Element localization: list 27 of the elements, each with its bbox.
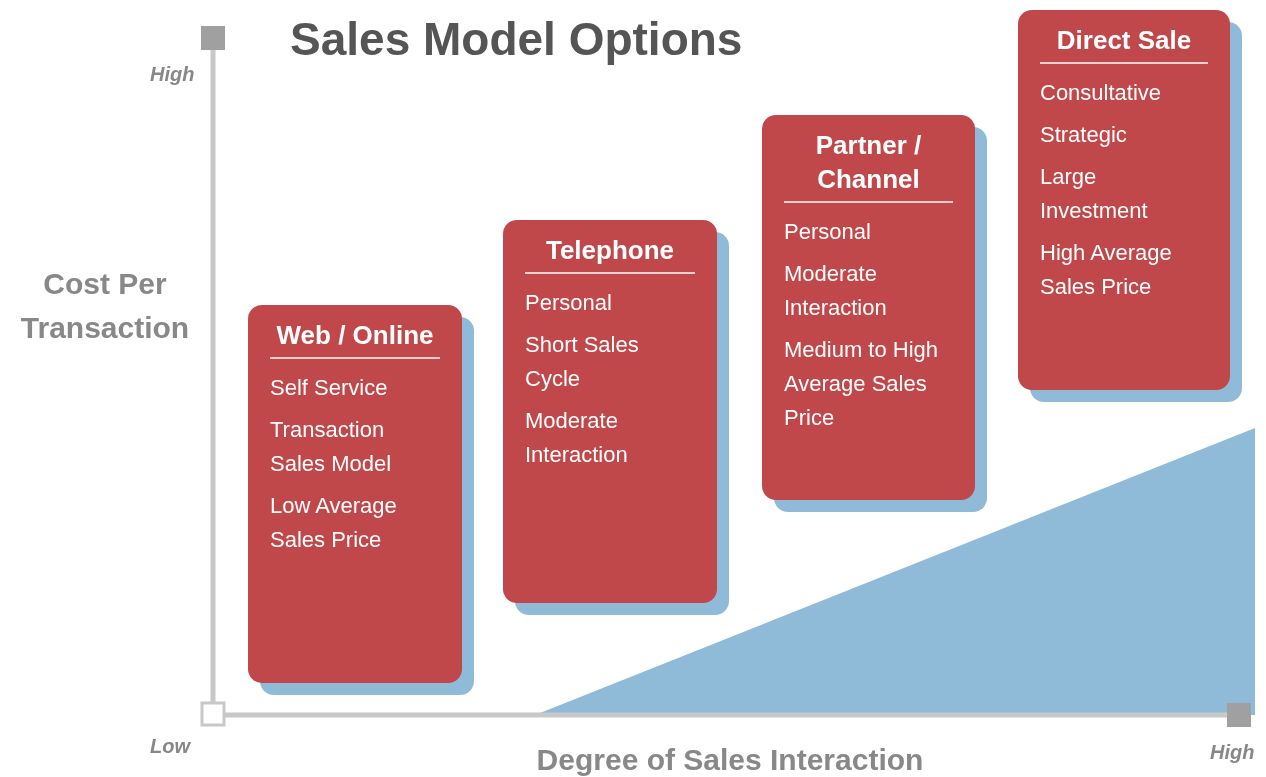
card-heading: Web / Online — [270, 319, 440, 359]
model-card — [503, 220, 717, 603]
card-item: Personal — [784, 217, 872, 246]
card-item: Self Service — [270, 373, 389, 402]
axis-title: Cost Per Transaction — [20, 266, 190, 346]
card-item: Moderate Interaction — [784, 259, 888, 322]
card-item: Large Investment — [1040, 163, 1149, 226]
model-card — [248, 305, 462, 683]
card-item: Moderate Interaction — [525, 407, 629, 470]
card-item: Personal — [525, 288, 613, 317]
card-item: Short Sales Cycle — [525, 330, 640, 393]
card-item: Transaction Sales Model — [270, 415, 393, 478]
axis-end-label: High — [1210, 740, 1256, 765]
card-item: Strategic — [1040, 120, 1128, 149]
axis-end-label: Low — [150, 734, 192, 759]
card-item: Consultative — [1040, 78, 1163, 107]
card-item: Low Average Sales Price — [270, 492, 398, 555]
card-item: High Average Sales Price — [1040, 239, 1173, 302]
card-heading: Direct Sale — [1040, 24, 1208, 64]
model-card — [762, 115, 975, 500]
card-heading: Telephone — [525, 234, 695, 274]
card-heading: Partner / Channel — [784, 129, 953, 203]
chart-title: Sales Model Options — [290, 12, 743, 66]
axis-title: Degree of Sales Interaction — [535, 742, 925, 777]
card-item: Medium to High Average Sales Price — [784, 335, 940, 433]
model-card — [1018, 10, 1230, 390]
axis-end-label: High — [150, 62, 196, 87]
